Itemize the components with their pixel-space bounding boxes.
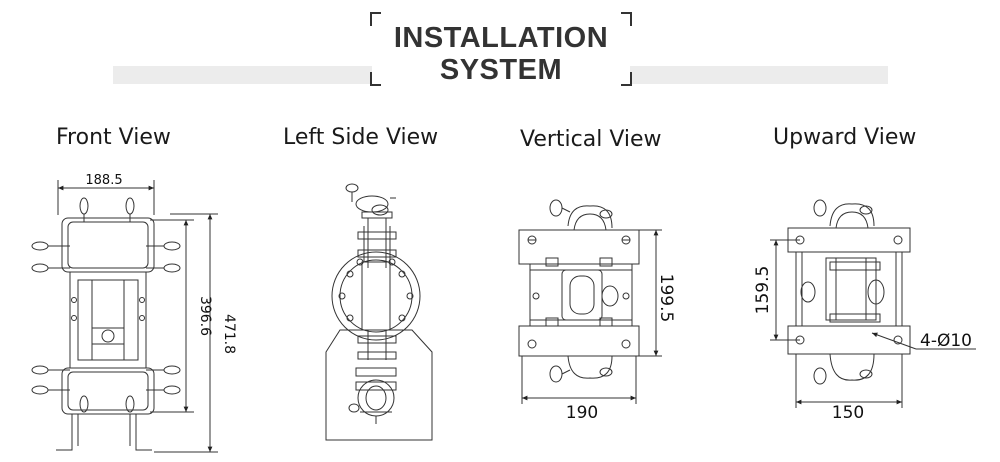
left-side-view-drawing [325,183,433,441]
bracket-corner [621,12,632,26]
front-view-drawing [31,180,218,453]
title-line-1: INSTALLATION [393,22,609,54]
vertical-height-dim: 199.5 [656,274,676,323]
title-line-2: SYSTEM [439,54,563,86]
front-width-dim: 188.5 [85,173,122,188]
vertical-width-dim: 190 [566,403,598,423]
upward-holes-dim: 4-Ø10 [920,331,972,351]
upward-view-title: Upward View [773,125,917,150]
front-view-title: Front View [56,125,171,150]
vertical-view-drawing [518,199,662,404]
section-title: INSTALLATION SYSTEM [370,12,632,86]
bracket-corner [621,72,632,86]
front-outer-height-dim: 471.8 [221,314,237,354]
upward-height-dim: 159.5 [753,266,773,315]
upward-view-drawing [770,199,976,408]
left-side-view-title: Left Side View [283,125,439,150]
upward-width-dim: 150 [832,403,864,423]
bracket-corner [370,12,381,26]
front-inner-height-dim: 396.6 [197,296,213,336]
bracket-corner [370,72,381,86]
vertical-view-title: Vertical View [520,127,662,152]
